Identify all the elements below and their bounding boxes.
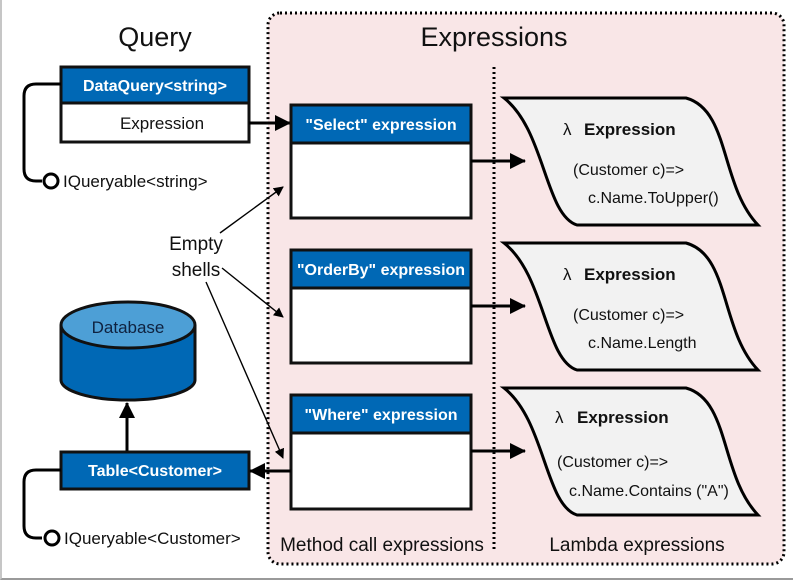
interface-lollipop-icon bbox=[43, 529, 61, 547]
where-expression-box: "Where" expression bbox=[289, 393, 473, 511]
empty-shells-label-line1: Empty bbox=[169, 234, 223, 255]
dataquery-expression-field: Expression bbox=[120, 114, 204, 133]
lambda-param: (Customer c)=> bbox=[573, 162, 684, 179]
iqueryable-string-label: IQueryable<string> bbox=[63, 172, 208, 191]
expressions-title: Expressions bbox=[420, 22, 567, 52]
lambda-expressions-label: Lambda expressions bbox=[549, 535, 724, 556]
lambda-expression-select: λ Expression (Customer c)=> c.Name.ToUpp… bbox=[499, 96, 762, 227]
lambda-icon: λ bbox=[555, 408, 564, 427]
lambda-title: Expression bbox=[584, 120, 676, 139]
shell-pointer-select bbox=[219, 186, 284, 234]
lambda-title: Expression bbox=[584, 265, 676, 284]
dataquery-box: DataQuery<string> Expression bbox=[59, 65, 251, 144]
shell-pointer-orderby bbox=[221, 267, 284, 318]
lambda-body: c.Name.Length bbox=[588, 335, 697, 352]
select-expression-box: "Select" expression bbox=[289, 103, 473, 220]
table-customer-header: Table<Customer> bbox=[88, 463, 222, 480]
orderby-expression-box: "OrderBy" expression bbox=[289, 248, 473, 365]
interface-lollipop-icon bbox=[42, 172, 60, 190]
lambda-body: c.Name.Contains ("A") bbox=[569, 483, 729, 500]
lambda-param: (Customer c)=> bbox=[557, 454, 668, 471]
lambda-body: c.Name.ToUpper() bbox=[588, 190, 719, 207]
lambda-param: (Customer c)=> bbox=[573, 307, 684, 324]
shell-pointer-where bbox=[205, 281, 284, 459]
table-customer-box: Table<Customer> bbox=[59, 450, 251, 491]
lambda-expression-orderby: λ Expression (Customer c)=> c.Name.Lengt… bbox=[499, 241, 762, 372]
lambda-icon: λ bbox=[563, 265, 572, 284]
orderby-expression-header: "OrderBy" expression bbox=[297, 262, 465, 279]
iqueryable-customer-label: IQueryable<Customer> bbox=[64, 529, 241, 548]
method-call-expressions-label: Method call expressions bbox=[280, 535, 484, 556]
lambda-icon: λ bbox=[563, 120, 572, 139]
database-icon: Database bbox=[59, 300, 197, 402]
database-label: Database bbox=[92, 318, 165, 337]
query-title: Query bbox=[118, 22, 192, 52]
select-expression-header: "Select" expression bbox=[305, 117, 456, 134]
dataquery-header: DataQuery<string> bbox=[83, 78, 227, 95]
empty-shells-label-line2: shells bbox=[172, 260, 221, 281]
where-expression-header: "Where" expression bbox=[305, 407, 458, 424]
lambda-expression-where: λ Expression (Customer c)=> c.Name.Conta… bbox=[499, 386, 762, 517]
lambda-title: Expression bbox=[577, 408, 669, 427]
